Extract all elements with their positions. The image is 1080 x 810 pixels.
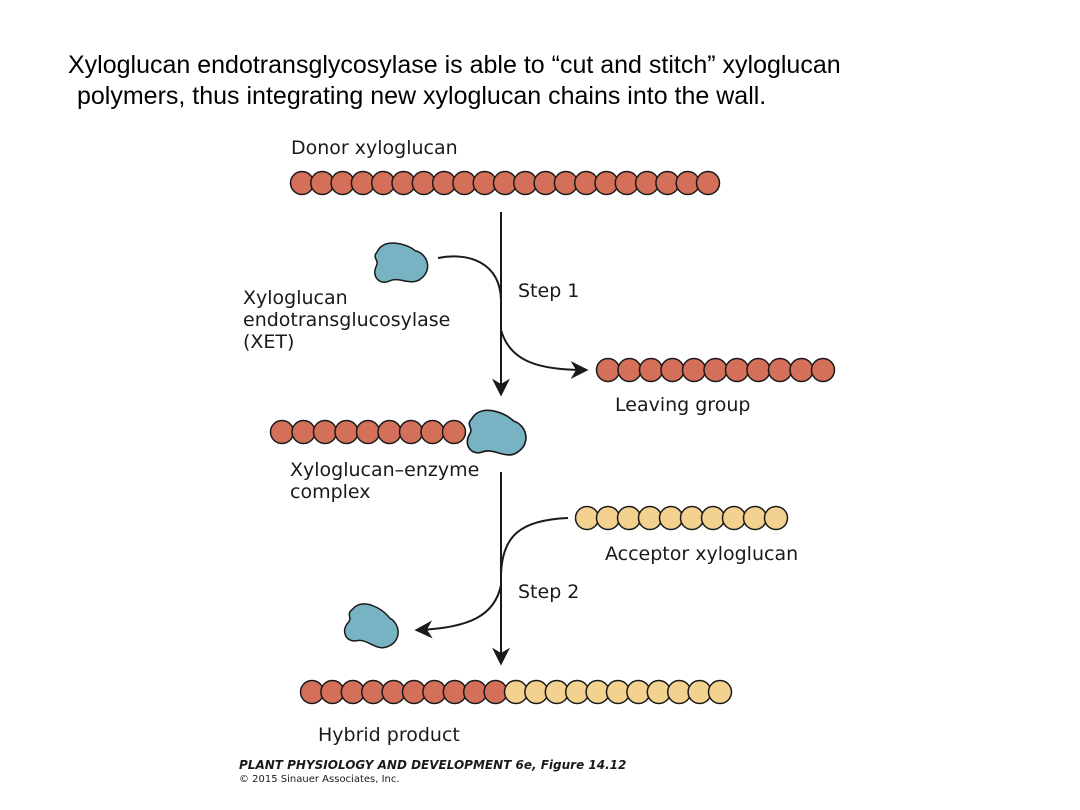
- glucan-bead: [605, 679, 631, 705]
- glucan-bead: [564, 679, 590, 705]
- glucan-bead: [269, 419, 295, 445]
- glucan-bead: [724, 357, 750, 383]
- enzyme-join-curve: [437, 255, 502, 301]
- glucan-bead: [707, 679, 733, 705]
- glucan-bead: [422, 679, 447, 705]
- figure-caption: PLANT PHYSIOLOGY AND DEVELOPMENT 6e, Fig…: [239, 758, 626, 772]
- glucan-bead: [299, 679, 325, 705]
- xet-enzyme-free: [371, 239, 430, 286]
- glucan-bead: [646, 679, 672, 705]
- hybrid-product-chain: [299, 679, 733, 705]
- acceptor-xyloglucan-chain: [574, 505, 789, 531]
- glucan-bead: [441, 419, 467, 445]
- glucan-bead: [360, 679, 386, 705]
- xet-label-line1: Xyloglucan: [243, 287, 348, 309]
- glucan-bead: [312, 419, 338, 445]
- glucan-bead: [533, 170, 558, 196]
- complex-xyloglucan-chain: [269, 419, 467, 445]
- glucan-bead: [681, 357, 707, 383]
- glucan-bead: [411, 170, 437, 196]
- glucan-bead: [637, 505, 663, 531]
- step2-label: Step 2: [518, 581, 579, 603]
- glucan-bead: [634, 170, 660, 196]
- glucan-bead: [789, 357, 814, 383]
- glucan-bead: [574, 505, 600, 531]
- glucan-bead: [638, 357, 664, 383]
- glucan-bead: [660, 357, 685, 383]
- glucan-bead: [462, 679, 488, 705]
- glucan-bead: [350, 170, 376, 196]
- glucan-bead: [767, 357, 793, 383]
- glucan-bead: [616, 505, 642, 531]
- glucan-bead: [310, 170, 335, 196]
- glucan-bead: [381, 679, 406, 705]
- glucan-bead: [420, 419, 445, 445]
- glucan-bead: [524, 679, 549, 705]
- glucan-bead: [810, 357, 836, 383]
- glucan-bead: [763, 505, 789, 531]
- glucan-bead: [503, 679, 529, 705]
- complex-label-line1: Xyloglucan–enzyme: [290, 459, 479, 481]
- glucan-bead: [595, 505, 621, 531]
- glucan-bead: [742, 505, 768, 531]
- title-line-1: Xyloglucan endotransglycosylase is able …: [68, 51, 841, 79]
- glucan-bead: [340, 679, 366, 705]
- acceptor-xyloglucan-label: Acceptor xyloglucan: [605, 543, 798, 565]
- glucan-bead: [291, 419, 316, 445]
- complex-label-line2: complex: [290, 481, 371, 503]
- xet-label-line2: endotransglucosylase: [243, 309, 450, 331]
- glucan-bead: [721, 505, 747, 531]
- enzyme-release-arrow: [414, 584, 502, 639]
- donor-xyloglucan-chain: [289, 170, 721, 196]
- glucan-bead: [703, 357, 728, 383]
- glucan-bead: [544, 679, 570, 705]
- glucan-bead: [483, 679, 508, 705]
- glucan-bead: [595, 357, 621, 383]
- glucan-bead: [320, 679, 345, 705]
- xet-label-line3: (XET): [243, 331, 294, 353]
- xet-enzyme-released: [341, 600, 403, 651]
- glucan-bead: [700, 505, 726, 531]
- copyright-note: © 2015 Sinauer Associates, Inc.: [239, 774, 400, 785]
- glucan-bead: [617, 357, 642, 383]
- glucan-bead: [626, 679, 651, 705]
- glucan-bead: [334, 419, 359, 445]
- step1-label: Step 1: [518, 280, 579, 302]
- glucan-bead: [746, 357, 771, 383]
- title-line-2: polymers, thus integrating new xylogluca…: [77, 82, 767, 110]
- glucan-bead: [687, 679, 712, 705]
- glucan-bead: [401, 679, 427, 705]
- glucan-bead: [398, 419, 424, 445]
- glucan-bead: [442, 679, 468, 705]
- glucan-bead: [666, 679, 692, 705]
- glucan-bead: [452, 170, 477, 196]
- glucan-bead: [695, 170, 721, 196]
- donor-xyloglucan-label: Donor xyloglucan: [291, 137, 458, 159]
- xet-enzyme-bound: [466, 409, 527, 456]
- glucan-bead: [585, 679, 610, 705]
- leaving-group-chain: [595, 357, 836, 383]
- acceptor-join-curve: [500, 517, 569, 576]
- glucan-bead: [658, 505, 684, 531]
- glucan-bead: [355, 419, 381, 445]
- glucan-bead: [377, 419, 402, 445]
- leaving-group-arrow: [500, 329, 589, 379]
- slide-title: Xyloglucan endotransglycosylase is able …: [68, 50, 1068, 112]
- glucan-bead: [679, 505, 705, 531]
- leaving-group-label: Leaving group: [615, 394, 750, 416]
- hybrid-product-label: Hybrid product: [318, 724, 460, 746]
